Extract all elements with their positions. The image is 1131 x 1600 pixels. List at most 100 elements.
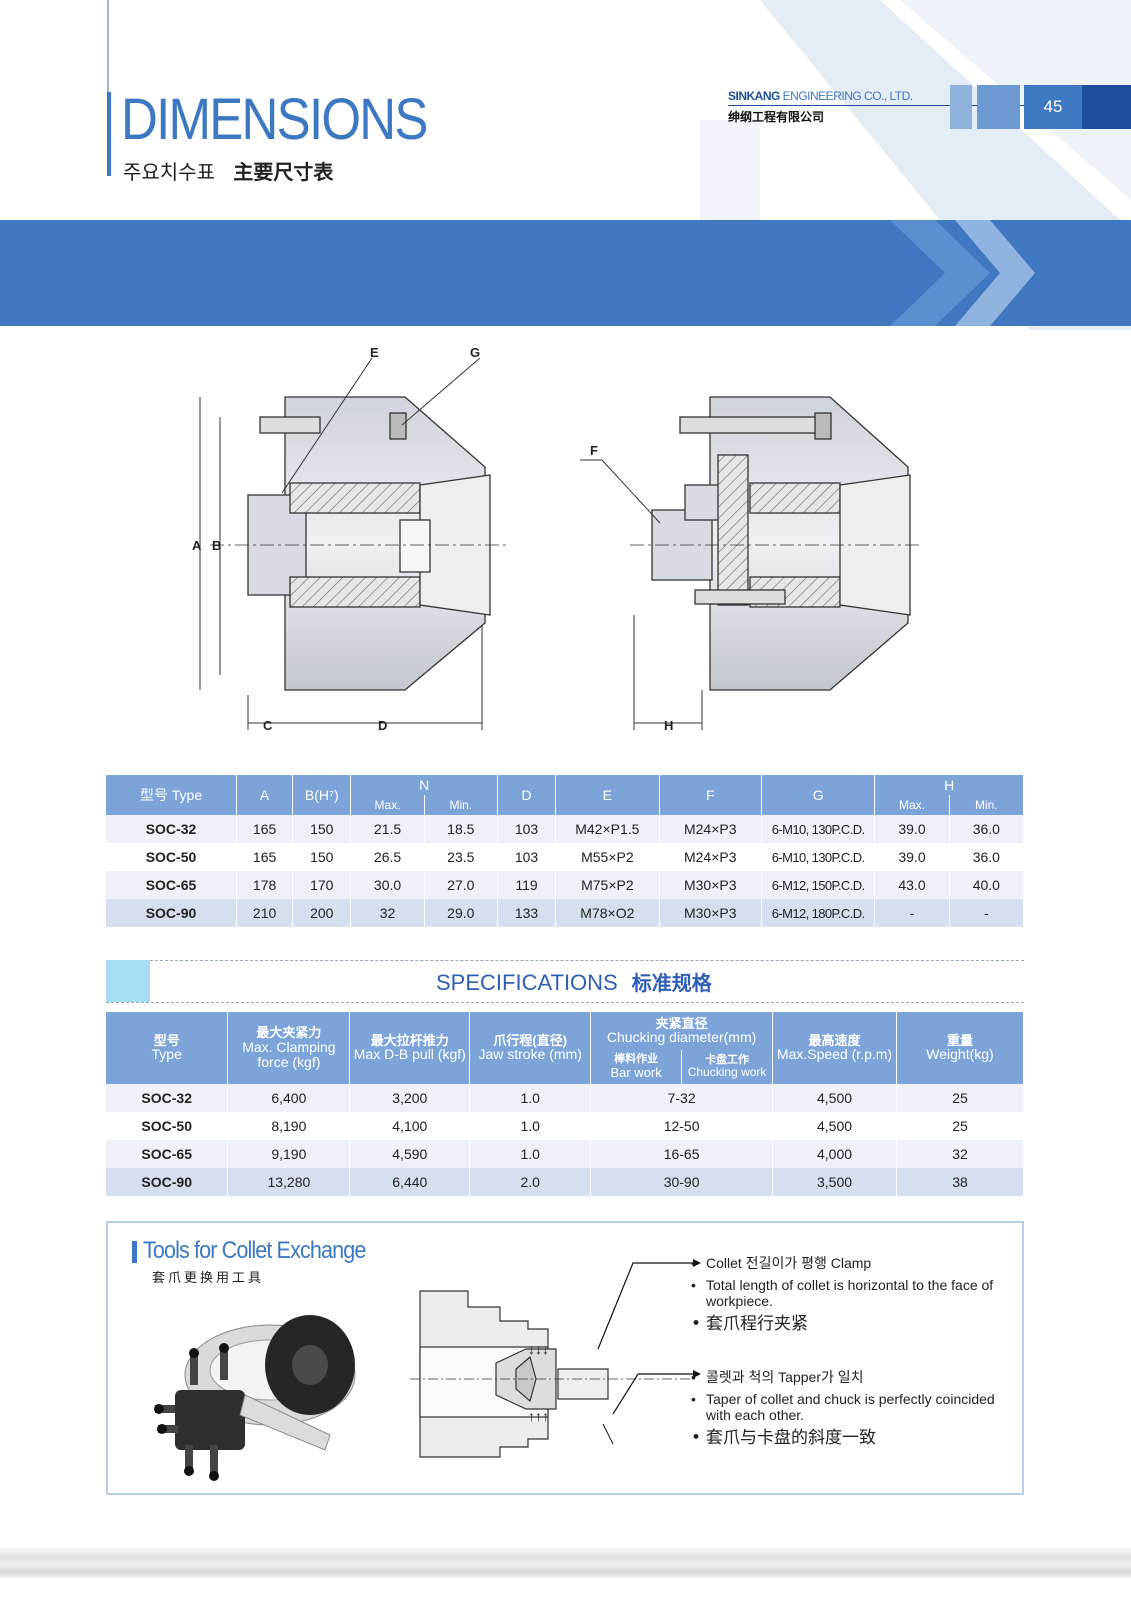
left-view bbox=[210, 396, 510, 691]
cell: 200 bbox=[292, 899, 352, 927]
col-f: F bbox=[659, 775, 762, 815]
cell: 25 bbox=[896, 1084, 1025, 1112]
cell: 39.0 bbox=[874, 815, 950, 843]
col-pull-cn: 最大拉杆推力 bbox=[370, 1032, 449, 1048]
cell: SOC-50 bbox=[106, 843, 237, 871]
tools-notes: Collet 전길이가 평행 Clamp Total length of col… bbox=[688, 1255, 1018, 1475]
cell: 4,000 bbox=[772, 1140, 897, 1168]
label-h: H bbox=[664, 718, 673, 733]
col-type-en: Type bbox=[151, 1046, 182, 1063]
page-tab-deco-3 bbox=[1082, 85, 1131, 129]
cell: 178 bbox=[236, 871, 294, 899]
cell: 3,200 bbox=[349, 1084, 471, 1112]
note-item: Collet 전길이가 평행 Clamp bbox=[688, 1255, 1018, 1271]
cell: M42×P1.5 bbox=[555, 815, 660, 843]
table-row: SOC-50 165 150 26.5 23.5 103 M55×P2 M24×… bbox=[106, 843, 1025, 871]
spec-divider-bottom bbox=[106, 1002, 1024, 1003]
pressure-arrows-bottom: ↑↑↑ bbox=[528, 1408, 549, 1424]
label-d: D bbox=[378, 718, 387, 733]
note-item: Total length of collet is horizontal to … bbox=[688, 1277, 1018, 1309]
col-chuck-en: Chucking diameter(mm) bbox=[606, 1029, 757, 1046]
col-weight-en: Weight(kg) bbox=[926, 1046, 994, 1063]
table-row: SOC-65 178 170 30.0 27.0 119 M75×P2 M30×… bbox=[106, 871, 1025, 899]
footer-stripe bbox=[0, 1548, 1131, 1578]
cell: 36.0 bbox=[949, 815, 1025, 843]
cell: 25 bbox=[896, 1112, 1025, 1140]
company-name: SINKANG ENGINEERING CO., LTD. bbox=[728, 89, 913, 103]
cell: 32 bbox=[896, 1140, 1025, 1168]
cell: SOC-32 bbox=[106, 1084, 229, 1112]
cell: 2.0 bbox=[469, 1168, 592, 1196]
page-tab-deco-1 bbox=[950, 85, 972, 129]
cell: 165 bbox=[236, 843, 294, 871]
table-row: SOC-50 8,190 4,100 1.0 12-50 4,500 25 bbox=[106, 1112, 1025, 1140]
cell: 12-50 bbox=[590, 1112, 774, 1140]
col-chucking-cn: 卡盘工作 bbox=[705, 1053, 750, 1066]
tools-panel: Tools for Collet Exchange 套爪更换用工具 ↓↓↓ ↑↑… bbox=[106, 1221, 1024, 1495]
cell: 39.0 bbox=[874, 843, 950, 871]
page-number: 45 bbox=[1024, 85, 1082, 129]
cell: 30.0 bbox=[350, 871, 425, 899]
cell: 4,100 bbox=[349, 1112, 471, 1140]
note-item: Taper of collet and chuck is perfectly c… bbox=[688, 1391, 1018, 1423]
col-clamp-cn: 最大夹紧力 bbox=[256, 1025, 322, 1041]
label-g: G bbox=[470, 345, 480, 360]
cell: SOC-65 bbox=[106, 871, 237, 899]
cell: 13,280 bbox=[227, 1168, 351, 1196]
cell: M78×O2 bbox=[555, 899, 660, 927]
spec-heading-en: SPECIFICATIONS bbox=[436, 970, 618, 995]
cell: 4,500 bbox=[772, 1112, 897, 1140]
subtitle-cn: 主要尺寸表 bbox=[233, 160, 334, 184]
col-clamp-en: Max. Clamping force (kgf) bbox=[242, 1039, 336, 1070]
cell: 150 bbox=[292, 843, 352, 871]
col-stroke-en: Jaw stroke (mm) bbox=[478, 1046, 582, 1063]
cell: 6-M10, 130P.C.D. bbox=[761, 815, 876, 843]
cell: 210 bbox=[236, 899, 294, 927]
cell: 170 bbox=[292, 871, 352, 899]
cell: M24×P3 bbox=[659, 815, 762, 843]
cell: 29.0 bbox=[424, 899, 498, 927]
dimensions-table: 型号 Type A B(H⁷) N D E F G H Max. Min. Ma… bbox=[106, 775, 1025, 927]
cell: M30×P3 bbox=[659, 871, 762, 899]
col-g: G bbox=[761, 775, 876, 815]
company-name-rest: ENGINEERING CO., LTD. bbox=[779, 89, 913, 103]
col-jaw-stroke: 爪行程(直径)Jaw stroke (mm) bbox=[469, 1012, 592, 1084]
label-c: C bbox=[263, 718, 273, 733]
col-stroke-cn: 爪行程(直径) bbox=[493, 1032, 568, 1048]
table-row: SOC-32 165 150 21.5 18.5 103 M42×P1.5 M2… bbox=[106, 815, 1025, 843]
left-dimension-lines bbox=[199, 357, 483, 730]
band-chevron-icon bbox=[890, 220, 1035, 326]
cell: 4,500 bbox=[772, 1084, 897, 1112]
tools-title: Tools for Collet Exchange bbox=[143, 1237, 366, 1264]
table-row: SOC-90 210 200 32 29.0 133 M78×O2 M30×P3… bbox=[106, 899, 1025, 927]
col-pull-en: Max D-B pull (kgf) bbox=[353, 1046, 466, 1063]
col-n-max: Max. bbox=[350, 795, 425, 815]
cell: 103 bbox=[497, 843, 557, 871]
collet-tool-photo bbox=[154, 1315, 356, 1481]
table-row: SOC-32 6,400 3,200 1.0 7-32 4,500 25 bbox=[106, 1084, 1025, 1112]
col-n-min: Min. bbox=[424, 795, 498, 815]
cell: 133 bbox=[497, 899, 557, 927]
cell: 30-90 bbox=[590, 1168, 774, 1196]
cell: 6-M12, 150P.C.D. bbox=[761, 871, 876, 899]
cell: SOC-32 bbox=[106, 815, 237, 843]
cell: SOC-90 bbox=[106, 899, 237, 927]
label-a: A bbox=[192, 538, 202, 553]
col-type: 型号 Type bbox=[106, 775, 237, 815]
col-h: H bbox=[874, 775, 1024, 795]
col-weight-cn: 重量 bbox=[946, 1032, 973, 1048]
right-dimension-lines bbox=[580, 459, 703, 730]
col-type-cn: 型号 bbox=[153, 1032, 180, 1048]
cell: 36.0 bbox=[949, 843, 1025, 871]
company-name-bold: SINKANG bbox=[728, 89, 780, 103]
cell: 40.0 bbox=[949, 871, 1025, 899]
page-title: DIMENSIONS bbox=[121, 87, 428, 152]
cell: 1.0 bbox=[469, 1112, 592, 1140]
page-subtitle: 주요치수표 主要尺寸表 bbox=[123, 156, 333, 185]
cell: 6,440 bbox=[349, 1168, 471, 1196]
cell: 6-M10, 130P.C.D. bbox=[761, 843, 876, 871]
